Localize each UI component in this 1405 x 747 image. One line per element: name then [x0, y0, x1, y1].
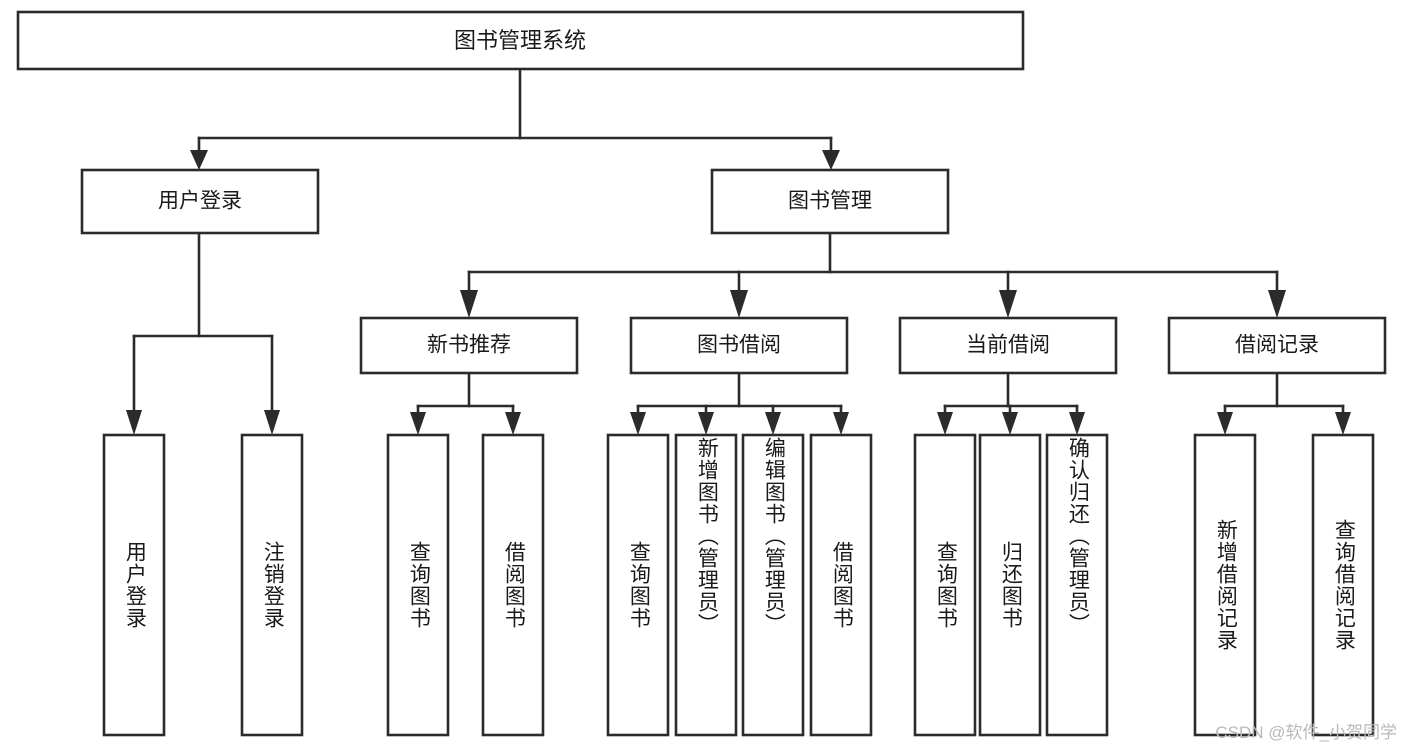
arrowhead-currentborrow-leaf-2	[1002, 412, 1018, 435]
node-new-book-recommend[interactable]	[359, 316, 579, 375]
node-leaf-edit-book-admin[interactable]	[741, 433, 805, 737]
node-book-management[interactable]	[710, 168, 950, 235]
node-book-management-label: 图书管理	[788, 190, 872, 213]
connector-group-book-borrow	[630, 371, 849, 435]
node-borrow-record-label: 借阅记录	[1235, 334, 1319, 357]
connector-group-current-borrow	[937, 371, 1085, 435]
node-leaf-logout[interactable]	[240, 433, 304, 737]
node-leaf-query-book-borrow[interactable]	[606, 433, 670, 737]
connector-group-user-login	[126, 231, 280, 435]
arrowhead-new-book	[460, 290, 478, 318]
connector-group-root	[190, 66, 840, 170]
arrowhead-bookborrow-leaf-2	[698, 412, 714, 435]
node-book-borrow[interactable]	[629, 316, 849, 375]
node-leaf-return-book[interactable]	[978, 433, 1042, 737]
node-book-borrow-label: 图书借阅	[697, 334, 781, 357]
arrowhead-currentborrow-leaf-1	[937, 412, 953, 435]
arrowhead-user-login	[190, 150, 208, 170]
node-current-borrow-label: 当前借阅	[966, 334, 1050, 357]
arrowhead-newbook-leaf-1	[410, 412, 426, 435]
node-leaf-query-book-current[interactable]	[913, 433, 977, 737]
arrowhead-book-borrow	[730, 290, 748, 318]
arrowhead-newbook-leaf-2	[505, 412, 521, 435]
node-leaf-add-borrow-record[interactable]	[1193, 433, 1257, 737]
arrowhead-bookborrow-leaf-4	[833, 412, 849, 435]
arrowhead-current-borrow	[999, 290, 1017, 318]
arrowhead-currentborrow-leaf-3	[1069, 412, 1085, 435]
arrowhead-borrowrecord-leaf-2	[1335, 412, 1351, 435]
arrowhead-borrow-record	[1268, 290, 1286, 318]
arrowhead-leaf-logout	[264, 410, 280, 435]
arrowhead-bookborrow-leaf-1	[630, 412, 646, 435]
node-leaf-confirm-return-admin[interactable]	[1045, 433, 1109, 737]
node-root-book-management-system[interactable]	[16, 10, 1025, 71]
arrowhead-leaf-user-login	[126, 410, 142, 435]
node-leaf-add-book-admin[interactable]	[674, 433, 738, 737]
node-leaf-query-borrow-record[interactable]	[1311, 433, 1375, 737]
node-leaf-borrow-book-recommend[interactable]	[481, 433, 545, 737]
connector-group-borrow-record	[1217, 371, 1351, 435]
node-leaf-borrow-book[interactable]	[809, 433, 873, 737]
connector-group-book-manage	[460, 231, 1286, 318]
node-root-label: 图书管理系统	[454, 28, 586, 53]
node-leaf-query-book-recommend[interactable]	[386, 433, 450, 737]
connector-group-new-book	[410, 371, 521, 435]
node-user-login[interactable]	[80, 168, 320, 235]
arrowhead-borrowrecord-leaf-1	[1217, 412, 1233, 435]
watermark-text: CSDN @软件_小贺同学	[1215, 723, 1397, 742]
node-leaf-user-login[interactable]	[102, 433, 166, 737]
arrowhead-book-manage	[822, 150, 840, 170]
node-current-borrow[interactable]	[898, 316, 1118, 375]
node-new-book-recommend-label: 新书推荐	[427, 334, 511, 357]
node-borrow-record[interactable]	[1167, 316, 1387, 375]
node-user-login-label: 用户登录	[158, 190, 242, 213]
arrowhead-bookborrow-leaf-3	[765, 412, 781, 435]
